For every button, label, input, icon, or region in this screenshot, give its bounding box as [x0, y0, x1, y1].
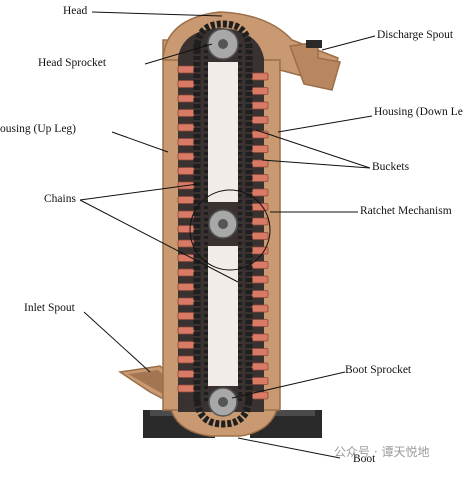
bucket-down-1 [251, 72, 269, 81]
bucket-up-5 [177, 123, 195, 132]
head-sprocket [207, 28, 239, 60]
label-boot-sprocket: Boot Sprocket [345, 364, 412, 376]
bucket-down-3 [251, 101, 269, 110]
bucket-up-21 [177, 355, 195, 364]
leader-boot [237, 437, 341, 459]
leader-head-sprocket [144, 43, 213, 65]
bucket-up-20 [177, 341, 195, 349]
bucket-down-11 [251, 217, 269, 226]
bucket-up-16 [177, 283, 195, 291]
discharge-spout-flange [306, 40, 322, 48]
ratchet-highlight-circle [189, 189, 271, 271]
bucket-up-1 [177, 65, 195, 74]
buckets-down-leg [251, 72, 269, 400]
bucket-up-6 [177, 138, 195, 146]
chains-group [193, 20, 253, 428]
center-slot-upper [208, 62, 238, 202]
bucket-down-2 [251, 87, 269, 95]
ratchet-sprocket [208, 209, 238, 239]
center-slot-lower [208, 246, 238, 386]
label-head: Head [63, 5, 88, 17]
label-chains: Chains [44, 193, 76, 205]
leader-head [91, 11, 223, 17]
chain-boot-loop [193, 395, 253, 428]
bucket-up-10 [177, 196, 195, 204]
bucket-down-5 [251, 130, 269, 139]
leader-lines [79, 11, 376, 459]
watermark-text: 公众号 · 谭天悦地 [334, 445, 430, 459]
bucket-down-16 [251, 290, 269, 298]
bucket-down-4 [251, 116, 269, 124]
base-plate-top-right [257, 410, 315, 416]
leader-buckets-2 [261, 159, 371, 169]
bucket-up-19 [177, 326, 195, 335]
bucket-down-10 [251, 203, 269, 211]
label-ratchet-mechanism: Ratchet Mechanism [360, 205, 452, 217]
bucket-down-20 [251, 348, 269, 356]
label-inlet-spout: Inlet Spout [24, 302, 75, 314]
bucket-down-9 [251, 188, 269, 197]
bucket-up-12 [177, 225, 195, 233]
bucket-down-15 [251, 275, 269, 284]
bucket-up-4 [177, 109, 195, 117]
bucket-up-3 [177, 94, 195, 103]
bucket-up-11 [177, 210, 195, 219]
bucket-up-23 [177, 384, 195, 393]
label-housing-up-leg: ousing (Up Leg) [0, 123, 77, 135]
leader-inlet-spout [83, 311, 151, 373]
bucket-down-21 [251, 362, 269, 371]
bucket-down-8 [251, 174, 269, 182]
bucket-up-7 [177, 152, 195, 161]
bucket-down-22 [251, 377, 269, 385]
bucket-up-22 [177, 370, 195, 378]
bucket-down-19 [251, 333, 269, 342]
bucket-up-8 [177, 167, 195, 175]
leader-housing-up-leg [111, 131, 169, 153]
bucket-down-6 [251, 145, 269, 153]
chain-head-loop [193, 20, 253, 51]
bucket-down-17 [251, 304, 269, 313]
label-discharge-spout: Discharge Spout [377, 29, 454, 41]
label-buckets: Buckets [372, 161, 410, 173]
label-head-sprocket: Head Sprocket [38, 57, 107, 69]
discharge-spout [288, 41, 341, 91]
boot-sprocket [208, 387, 238, 417]
bucket-up-15 [177, 268, 195, 277]
bucket-down-12 [251, 232, 269, 240]
bucket-up-17 [177, 297, 195, 306]
bucket-up-18 [177, 312, 195, 320]
leader-housing-down-leg [277, 115, 373, 133]
leader-discharge-spout [321, 35, 376, 51]
buckets-up-leg [177, 65, 195, 393]
leader-chains-1 [79, 183, 199, 201]
label-housing-down-leg: Housing (Down Le [374, 106, 463, 118]
bucket-down-18 [251, 319, 269, 327]
leader-buckets-1 [255, 129, 371, 169]
bucket-down-7 [251, 159, 269, 168]
bucket-down-14 [251, 261, 269, 269]
bucket-up-2 [177, 80, 195, 88]
leader-boot-sprocket [231, 371, 346, 399]
leader-chains-2 [79, 199, 239, 283]
label-boot: Boot [353, 453, 376, 465]
